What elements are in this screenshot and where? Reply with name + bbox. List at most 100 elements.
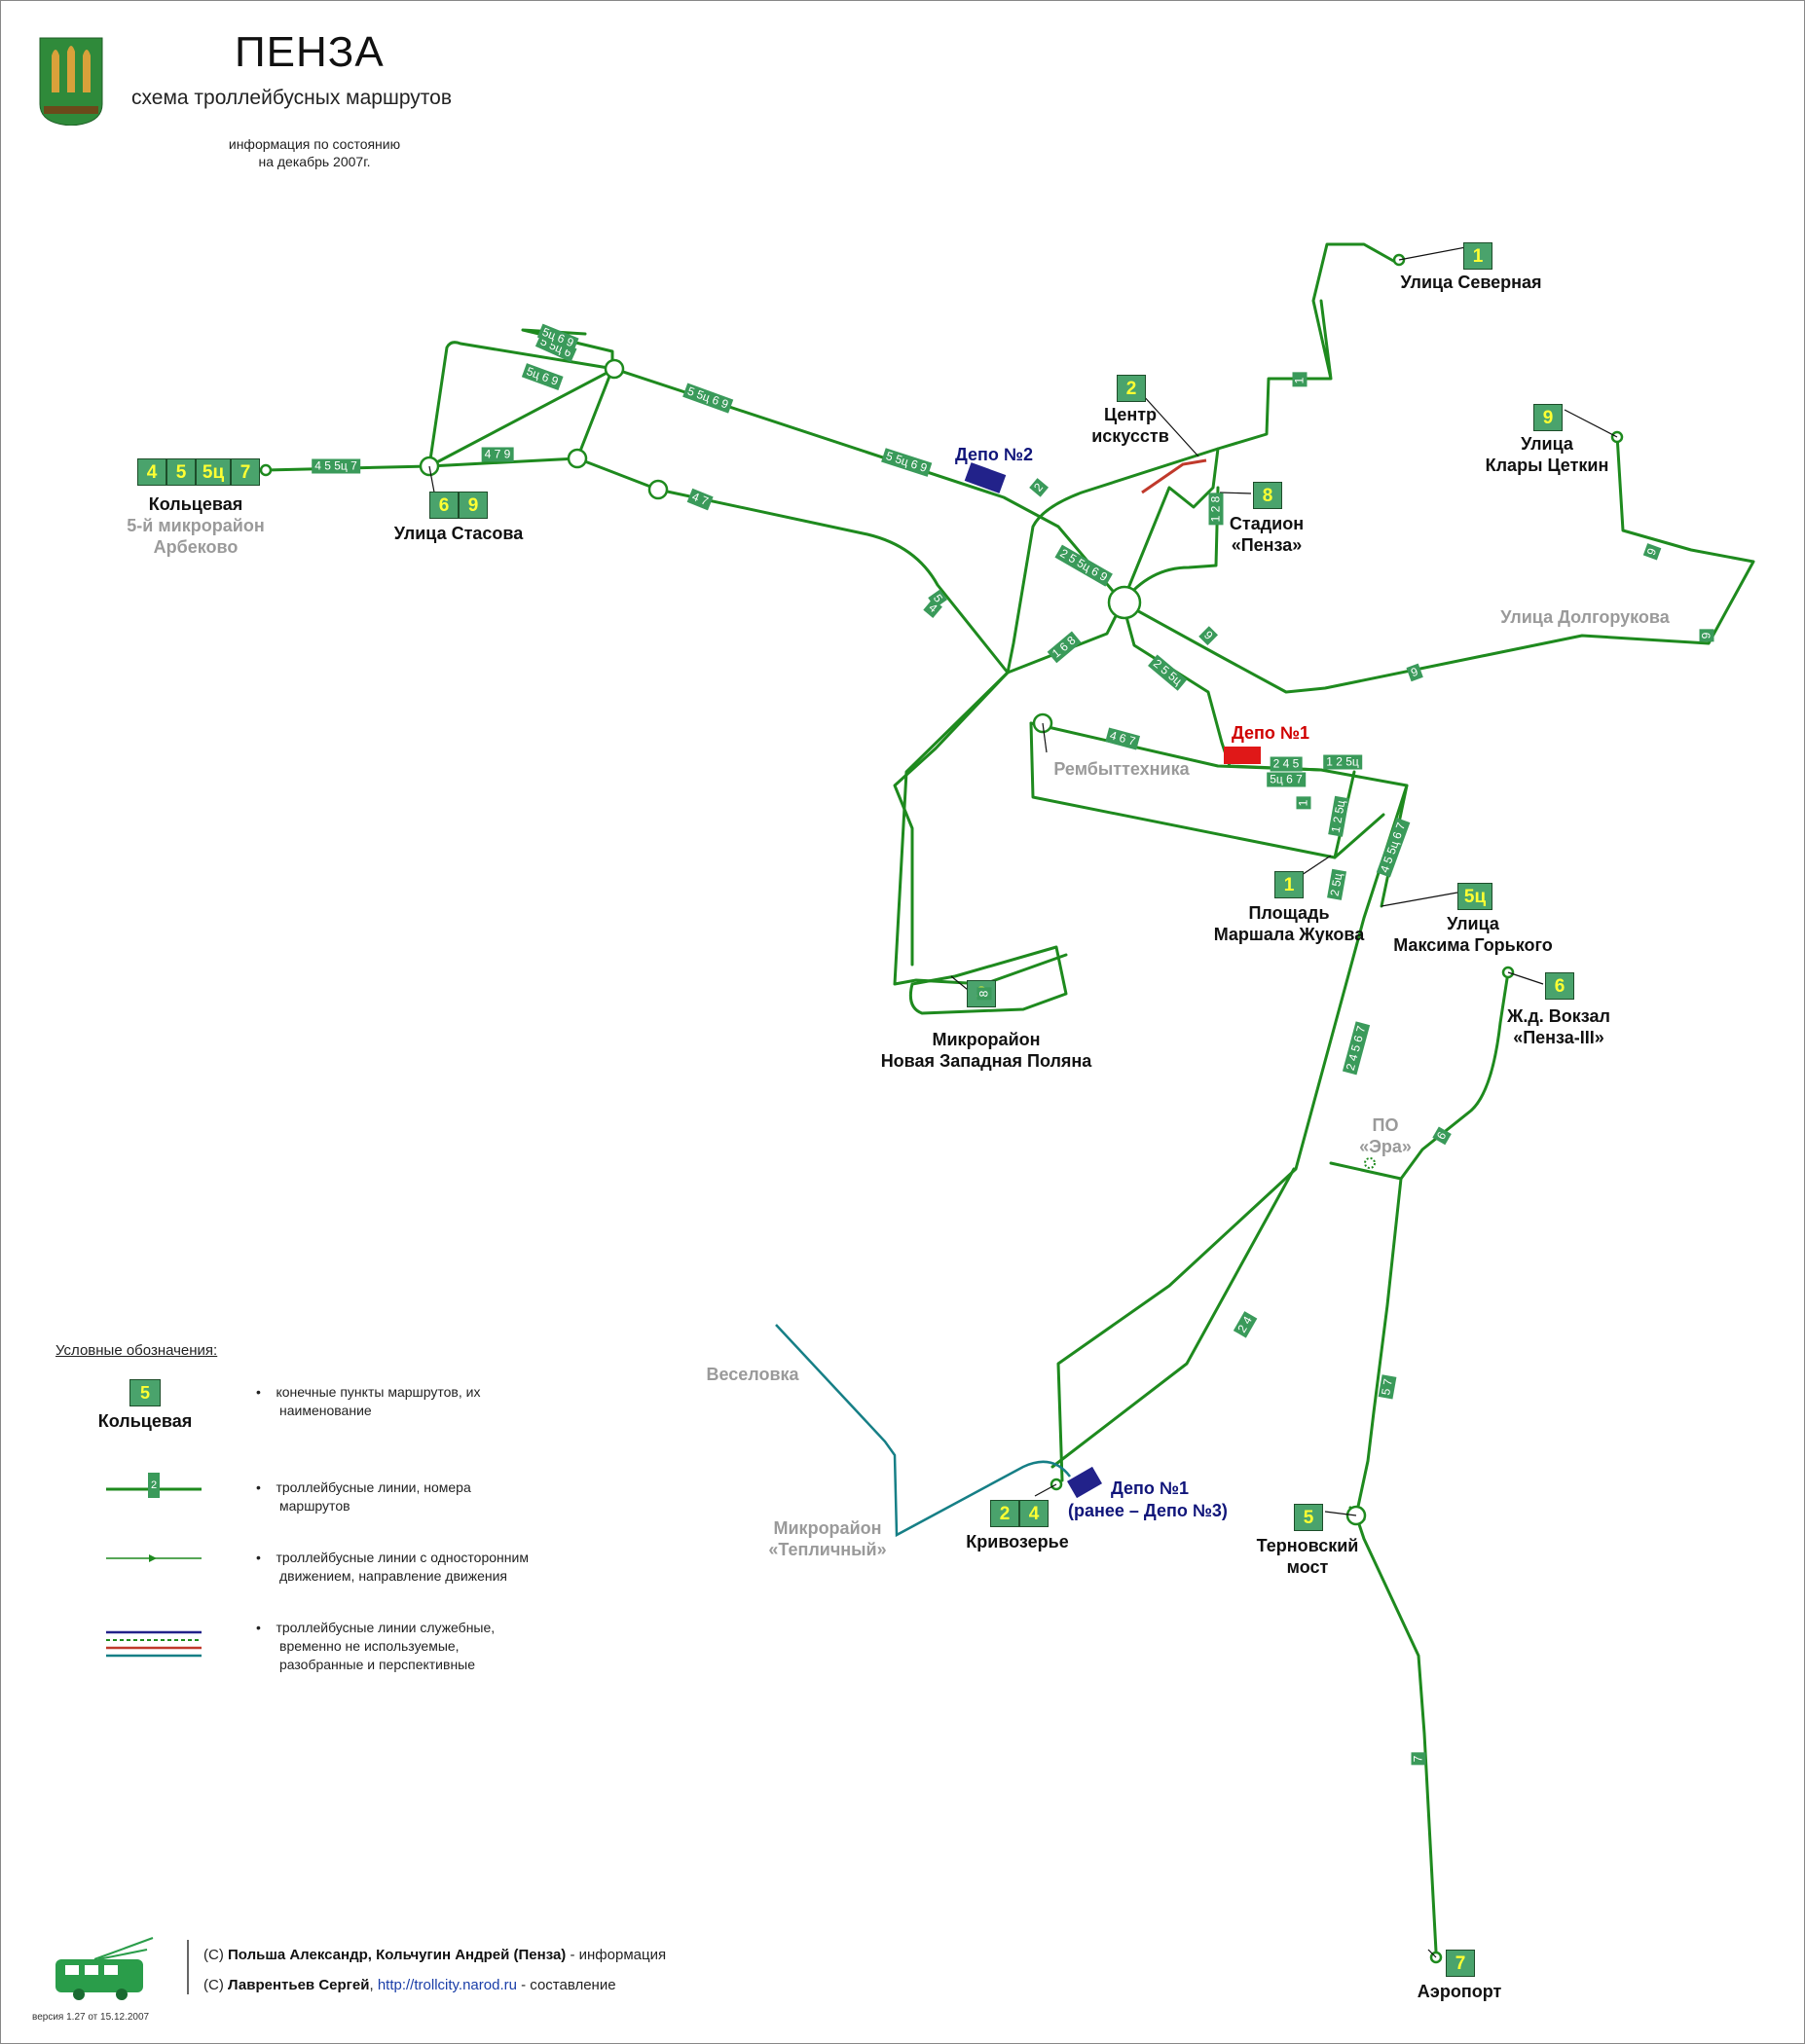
line-hub-center [893,601,1124,986]
label-tsetkin-2: Клары Цеткин [1485,456,1609,475]
label-stadion-1: Стадион [1229,514,1305,533]
terminal-box-ternovsky-route-1: 5 [1294,1504,1323,1531]
info-line-2: на декабрь 2007г. [258,154,371,169]
route-tag: 9 [1699,629,1714,642]
line-hub-dolgorukova [1121,433,1755,694]
info-date: информация по состоянию на декабрь 2007г… [217,135,412,170]
info-line-1: информация по состоянию [228,136,401,152]
label-polyana-1: Микрорайон [932,1030,1041,1049]
place-era-1: ПО [1372,1115,1399,1135]
label-koltsevaya: Кольцевая [148,494,243,514]
terminal-box-krivozerye-route-2: 4 [1019,1500,1049,1527]
terminal-box-koltsevaya-route-2: 5 [166,458,196,486]
legend-item-2-line-2: маршрутов [279,1498,350,1514]
junction-mid [567,448,588,469]
label-koltsevaya-sub2: Арбеково [153,537,239,557]
label-centr-2: искусств [1091,426,1169,446]
label-krivozerye: Кривозерье [966,1532,1069,1551]
legend-terminal-box: 5 [129,1379,161,1406]
place-teplichny-2: «Тепличный» [768,1540,887,1559]
label-depo2: Депо №2 [955,445,1033,464]
depot-symbols [964,462,1261,1499]
place-rembyt: Рембыттехника [1053,759,1190,779]
label-ternovsky-1: Терновский [1256,1536,1359,1555]
label-polyana-2: Новая Западная Поляна [880,1051,1092,1071]
line-stasova-loop [427,341,616,468]
label-centr-1: Центр [1103,405,1158,424]
legend-item-1: • конечные пункты маршрутов, их наименов… [256,1383,480,1420]
place-era-2: «Эра» [1359,1137,1412,1156]
terminal-box-tsetkin-route-1: 9 [1533,404,1563,431]
city-coat-of-arms [38,36,104,127]
label-aeroport: Аэропорт [1417,1982,1502,2001]
legend-item-4-line-3: разобранные и перспективные [279,1657,476,1672]
route-tag: 2 4 5 [1270,756,1303,772]
line-mid-trunk [575,456,1010,675]
route-tag: 1 2 8 [1208,493,1224,526]
label-depo1b-1: Депо №1 [1111,1478,1189,1498]
legend-terminal-name: Кольцевая [97,1411,193,1431]
page-title: ПЕНЗА [235,28,385,76]
route-tag: 1 [1292,374,1308,387]
legend-item-3-line-2: движением, направление движения [279,1568,508,1584]
line-era [1329,970,1510,1181]
line-stasova-east [427,456,579,468]
terminal-box-centr-route-1: 2 [1117,375,1146,402]
legend-item-4-line-2: временно не используемые, [279,1638,460,1654]
junction-koltsevaya [259,463,273,477]
route-tag: 1 [1296,796,1311,810]
terminal-box-stadion-route-1: 8 [1253,482,1282,509]
label-vokzal-2: «Пенза-III» [1513,1028,1604,1047]
place-teplichny-1: Микрорайон [773,1518,882,1538]
route-tag: 8 [976,987,992,1001]
junction-era [1364,1157,1376,1169]
line-krivozerye [1050,1167,1296,1469]
terminal-box-vokzal-route-1: 6 [1545,972,1574,1000]
line-hub-rembyt [1056,601,1409,1482]
legend-lines [106,1487,202,1658]
place-dolgorukova: Улица Долгорукова [1500,607,1670,627]
credits-compiler: Лаврентьев Сергей [228,1977,370,1993]
label-depo1b-2: (ранее – Депо №3) [1068,1501,1228,1520]
label-zhukova-2: Маршала Жукова [1213,925,1365,944]
legend-item-1-line-2: наименование [279,1403,372,1418]
line-polyana [893,671,1010,967]
label-vokzal-1: Ж.д. Вокзал [1507,1006,1610,1026]
legend-item-1-line-1: • конечные пункты маршрутов, их [256,1384,481,1400]
line-service-red [1141,458,1207,494]
version-label: версия 1.27 от 15.12.2007 [32,2012,150,2023]
label-koltsevaya-sub1: 5-й микрорайон [127,516,265,535]
legend-item-2: • троллейбусные линии, номера маршрутов [256,1478,471,1515]
route-tag: 4 7 9 [481,447,514,462]
route-tag: 4 5 5ц 7 [312,458,360,474]
terminal-box-koltsevaya-route-3: 5ц [196,458,231,486]
line-planned-teplichny [775,1324,1071,1538]
line-polyana-loop [908,945,1068,1015]
label-gorkogo-1: Улица [1447,914,1499,933]
legend-item-3: • троллейбусные линии с односторонним дв… [256,1549,529,1586]
credits-link[interactable]: http://trollcity.narod.ru [377,1977,517,1993]
terminal-box-koltsevaya-route-4: 7 [231,458,260,486]
credits-authors: Польша Александр, Кольчугин Андрей (Пенз… [228,1947,567,1963]
label-depo1: Депо №1 [1232,723,1309,743]
legend-item-3-line-1: • троллейбусные линии с односторонним [256,1550,529,1565]
page-subtitle: схема троллейбусных маршрутов [131,87,452,109]
place-veselovka: Веселовка [706,1365,799,1384]
route-tag: 1 2 5ц [1323,754,1362,770]
trolleybus-icon [55,1937,154,2000]
legend-title: Условные обозначения: [55,1342,218,1359]
line-depo2-access [1006,447,1220,675]
terminal-box-aeroport-route-1: 7 [1446,1950,1475,1977]
terminal-box-koltsevaya-route-1: 4 [137,458,166,486]
terminal-box-gorkogo-route-1: 5ц [1457,883,1492,910]
label-severnaya: Улица Северная [1400,273,1542,292]
junction-hub [1107,585,1142,620]
route-tag: 7 [1411,1752,1426,1766]
legend-route-tag: 2 [148,1473,160,1498]
junction-upper [604,358,625,380]
terminal-box-krivozerye-route-1: 2 [990,1500,1019,1527]
line-hub-stadion [1121,486,1220,604]
label-zhukova-1: Площадь [1248,903,1330,923]
label-tsetkin-1: Улица [1521,434,1573,454]
